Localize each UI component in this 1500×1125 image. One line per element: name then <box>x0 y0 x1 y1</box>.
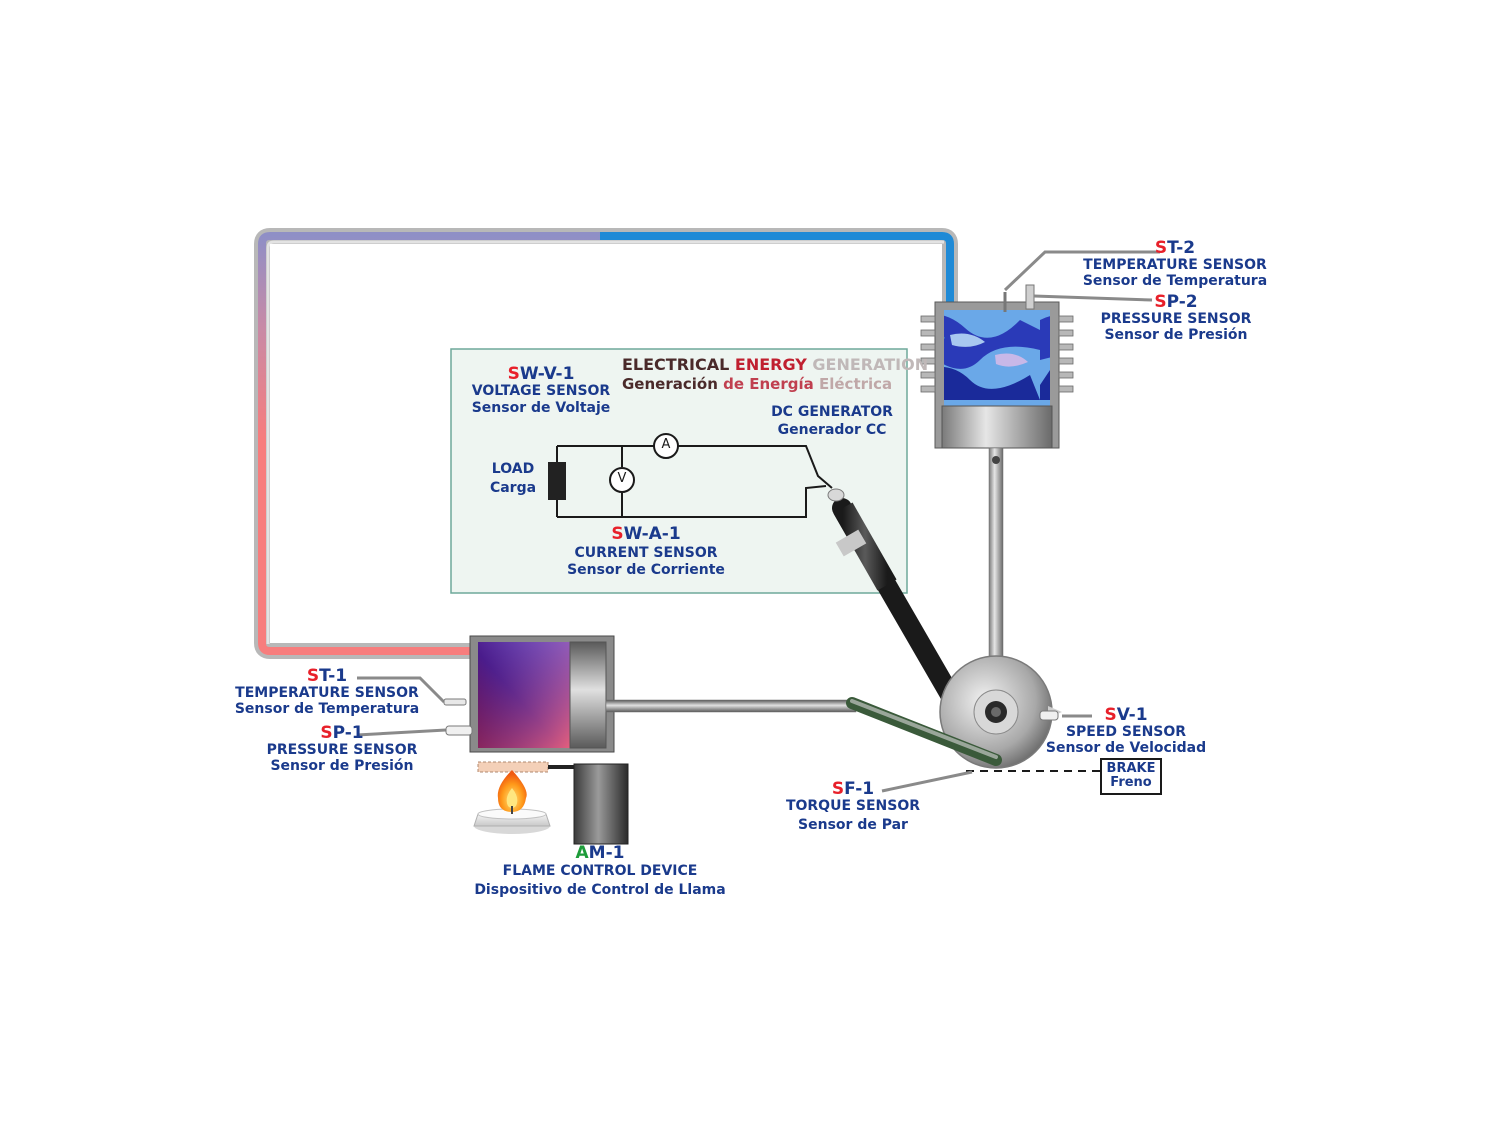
torque-arm <box>846 697 1002 766</box>
torque-sensor-label: SF-1 TORQUE SENSOR Sensor de Par <box>785 779 921 833</box>
ammeter-label: A <box>661 437 671 452</box>
brake-box: BRAKE Freno <box>1100 758 1162 795</box>
voltmeter-symbol <box>609 467 635 493</box>
sensor-probes <box>443 698 1059 736</box>
load-label: LOAD Carga <box>489 461 537 496</box>
flame-control-actuator <box>573 763 629 845</box>
speed-sensor-label: SV-1 SPEED SENSOR Sensor de Velocidad <box>1045 705 1207 756</box>
panel-title: ELECTRICAL ENERGY GENERATION Generación … <box>622 355 929 393</box>
load-resistor <box>548 462 566 500</box>
dc-generator-label: DC GENERATOR Generador CC <box>771 404 893 438</box>
panel-title-part1: ELECTRICAL <box>622 355 730 374</box>
cold-cylinder <box>920 284 1074 659</box>
panel-subtitle-part2: de Energía <box>723 374 814 393</box>
temperature-sensor-1-label: ST-1 TEMPERATURE SENSOR Sensor de Temper… <box>234 666 420 717</box>
ammeter-symbol <box>653 433 679 459</box>
pressure-sensor-1-label: SP-1 PRESSURE SENSOR Sensor de Presión <box>266 723 418 774</box>
hot-pipe <box>258 440 478 655</box>
brake-label-es: Freno <box>1110 775 1152 791</box>
electrical-panel <box>450 348 908 594</box>
mixed-pipe <box>258 232 600 440</box>
voltmeter-label: V <box>617 471 627 486</box>
flame-icon <box>473 770 551 834</box>
pressure-sensor-2-label: SP-2 PRESSURE SENSOR Sensor de Presión <box>1100 292 1252 343</box>
dc-generator <box>827 488 970 722</box>
voltage-sensor-label: SW-V-1 VOLTAGE SENSOR Sensor de Voltaje <box>471 364 611 416</box>
current-sensor-label: SW-A-1 CURRENT SENSOR Sensor de Corrient… <box>567 524 725 578</box>
brake-label: BRAKE <box>1106 761 1156 776</box>
hot-cylinder <box>469 635 857 753</box>
panel-subtitle-part3: Eléctrica <box>818 374 893 393</box>
panel-subtitle-part1: Generación <box>622 374 718 393</box>
flame-control-device-label: AM-1 FLAME CONTROL DEVICE Dispositivo de… <box>474 843 726 898</box>
panel-title-part2: ENERGY <box>734 355 807 374</box>
cold-pipe <box>600 232 954 305</box>
temperature-sensor-2-label: ST-2 TEMPERATURE SENSOR Sensor de Temper… <box>1082 238 1268 289</box>
heater-plate <box>477 761 549 773</box>
circuit <box>556 445 833 518</box>
sensor-leaders <box>356 250 1160 793</box>
flywheel <box>939 655 1062 769</box>
flame-link <box>548 765 574 769</box>
panel-title-part3: GENERATION <box>812 355 929 374</box>
